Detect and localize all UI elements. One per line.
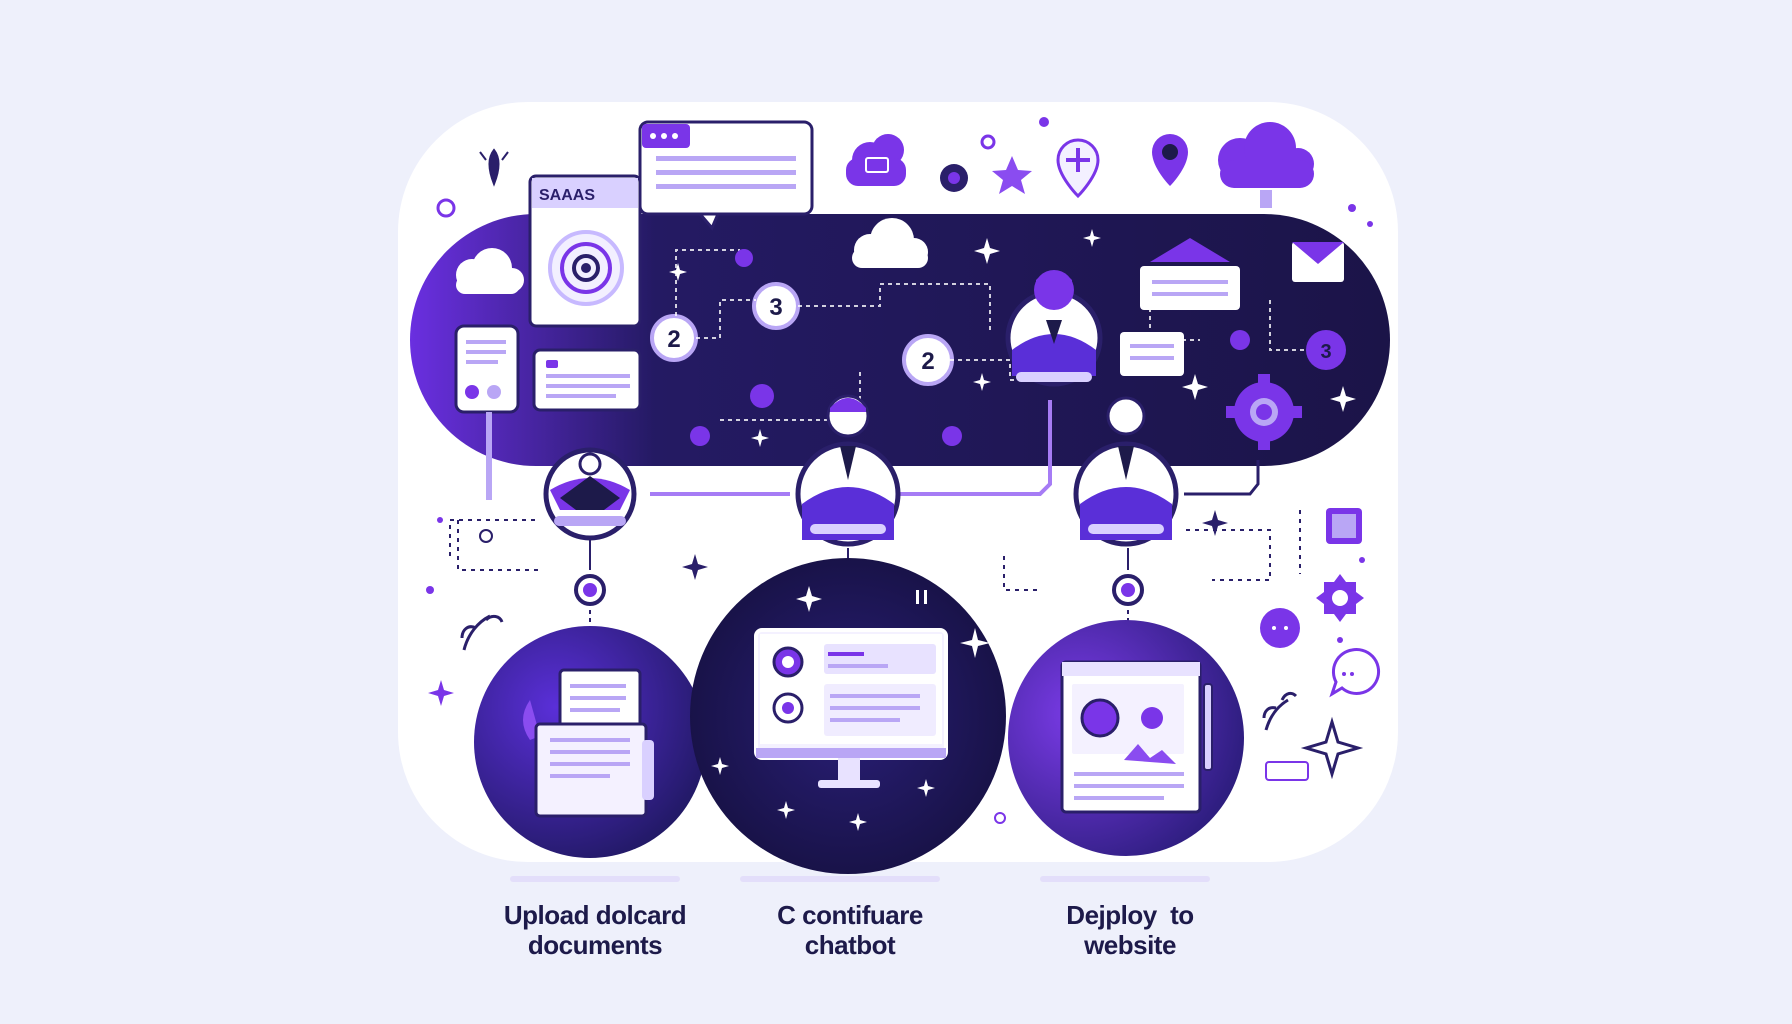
step-badge: 2	[650, 314, 698, 362]
connector-lines	[650, 400, 1052, 496]
small-label-icon	[1265, 761, 1309, 781]
step-label-upload: Upload dolcard documents	[460, 900, 730, 960]
step-circle-configure	[690, 558, 1006, 874]
puzzle-icon	[1326, 508, 1362, 544]
saas-card: SAAAS	[528, 174, 642, 328]
step-badge: 3	[752, 282, 800, 330]
chat-bubble-icon	[1329, 648, 1381, 698]
step-label-deploy: Dejploy to website	[1010, 900, 1250, 960]
saas-label: SAAAS	[539, 187, 595, 204]
node-dot	[690, 249, 1250, 446]
cloud-icon	[852, 218, 928, 268]
step-circle-upload	[474, 626, 706, 858]
envelope-icon	[1140, 238, 1240, 310]
svg-text:2: 2	[667, 326, 680, 353]
upload-node	[543, 447, 637, 541]
sparkle-icon	[428, 680, 454, 706]
svg-text:3: 3	[1320, 341, 1331, 363]
cloud-icon	[1218, 122, 1314, 188]
sparkle-icon	[682, 554, 708, 580]
step-label-line: Dejploy to	[1066, 900, 1194, 930]
sparkle-icon	[1300, 716, 1364, 780]
message-card-icon	[532, 348, 642, 412]
location-pin-icon	[1056, 138, 1100, 199]
step-badge: 3	[1306, 330, 1346, 370]
chat-dots-icon	[1260, 608, 1300, 648]
step-badge: 2	[902, 334, 954, 386]
step-circle-deploy	[1008, 620, 1244, 856]
cloud-chat-icon	[846, 134, 906, 186]
step-label-configure: C contifuare chatbot	[720, 900, 980, 960]
location-pin-icon	[1152, 134, 1188, 186]
step-label-line: chatbot	[804, 930, 896, 960]
step-label-line: documents	[527, 930, 663, 960]
svg-text:3: 3	[769, 294, 782, 321]
sparkle-icon	[669, 229, 1356, 447]
leaf-icon	[1262, 691, 1298, 731]
star-icon	[992, 156, 1032, 194]
step-label-line: website	[1084, 930, 1176, 960]
step-label-line: C contifuare	[777, 900, 923, 930]
chat-bubble-icon	[1120, 332, 1184, 376]
cloud-icon	[456, 248, 524, 294]
person-avatar	[1005, 270, 1103, 387]
gear-icon	[1226, 374, 1302, 450]
leaf-icon	[460, 614, 504, 651]
step-label-line: Upload dolcard	[503, 900, 687, 930]
chat-bubble-icon	[638, 120, 814, 231]
svg-text:2: 2	[921, 348, 934, 375]
envelope-icon	[1292, 242, 1344, 282]
badge-icon	[1316, 574, 1364, 622]
leaf-icon	[479, 148, 509, 187]
decor-dots	[426, 117, 1373, 824]
document-card-icon	[454, 324, 520, 414]
sparkle-icon	[711, 586, 990, 831]
person-avatar	[795, 394, 901, 547]
sparkle-icon	[1202, 510, 1228, 536]
person-avatar	[1073, 396, 1179, 547]
